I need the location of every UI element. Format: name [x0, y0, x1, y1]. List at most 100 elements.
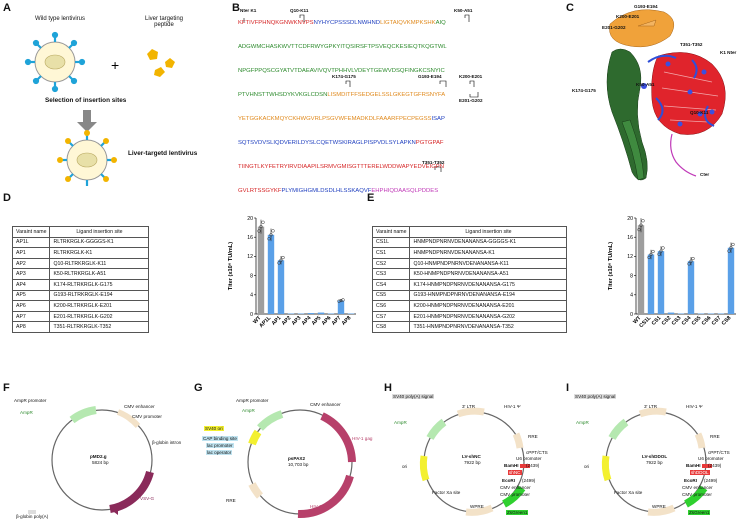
header-cell: Varaint name: [11, 226, 51, 238]
panel-letter-b: B: [232, 2, 240, 14]
panel-letter-i: I: [566, 382, 570, 394]
data-point: [337, 299, 341, 303]
feature-label: AmpR: [242, 408, 255, 413]
label-k50-a51: K50-A51: [636, 82, 655, 87]
cell: CS8: [371, 321, 411, 333]
plasmid-map-lv-shddol: SV40 poly(A) signal AmpR ori 3' LTR HIV-…: [574, 392, 746, 522]
cell: CS6: [371, 300, 411, 312]
cell: E201-HNMPNDPNRNVDENANANSA-G202: [409, 310, 568, 323]
data-point: [271, 229, 275, 233]
data-point: [341, 298, 345, 302]
panel-a: + Wild type lentivirus Liver ta: [15, 12, 215, 187]
feature-label: shNC: [508, 470, 522, 476]
bar-cs1l: [647, 254, 655, 314]
feature-label: ZsGreen1: [688, 510, 711, 516]
data-point: [339, 298, 343, 303]
x-tick-label: CS4: [681, 315, 693, 327]
plasmid-ring: [419, 407, 530, 516]
label-q10-k11: Q10-K11: [690, 110, 709, 115]
feature-label: SV40 poly(A) signal: [574, 394, 617, 400]
protein-structure: [606, 9, 726, 181]
bar-ap5: [317, 312, 325, 314]
seq-seg: ADGWMCHASKWVTTCDFRWYGPKYITQSIRSFTPSVEQCK…: [238, 44, 447, 50]
bar-ap1: [277, 260, 285, 314]
cell: AP3: [11, 268, 51, 280]
label-t351-t352: T351-T352: [680, 42, 703, 47]
seq-seg: YETGGKACKMQYCKHWGVRLPSGVWFEMADKDLFAAARFP…: [238, 116, 432, 122]
sequence-block: KFTIVFPHNQKGNWKNVPSNYHYCPSSSDLNWHNDLIGTA…: [238, 20, 447, 212]
seq-seg: PTVHNSTTWHSDYKVKGLCDSN: [238, 92, 328, 98]
y-tick-label: 4: [250, 293, 253, 299]
cell: RLTRKRGLK-GGGGS-K1: [49, 236, 150, 249]
site-number: (2499): [522, 478, 536, 483]
feature-label: SV40 ori: [204, 426, 224, 432]
panel-letter-c: C: [566, 2, 574, 14]
cell: CS4: [371, 278, 411, 291]
selection-label: Selection of insertion sites: [45, 97, 127, 104]
sequence-line: PTVHNSTTWHSDYKVKGLCDSNLISMDITFFSEDGELSSL…: [238, 92, 447, 116]
bar-cs2: [667, 312, 675, 314]
data-point: [687, 262, 691, 266]
data-point: [269, 233, 273, 237]
feature-label: ori: [402, 464, 408, 469]
cell: AP6: [11, 300, 51, 312]
feature-label: lac promoter: [206, 443, 234, 449]
cell: K174-HNMPNDPNRNVDENANANSA-G175: [409, 278, 568, 291]
y-axis-label: Titer (x10⁶ TU/mL): [228, 242, 234, 290]
feature-label: BamHI: [686, 463, 701, 468]
cell: G193-RLTRKRGLK-E194: [49, 289, 150, 302]
feature-label: HIV-1 gag: [352, 436, 373, 441]
seq-seg: AIQ: [435, 20, 446, 26]
plasmid-map-pspax2: AmpR promoter AmpR CMV enhancer SV40 ori…: [202, 392, 382, 522]
x-tick-label: WT: [252, 315, 263, 326]
data-point: [651, 249, 655, 254]
seq-seg: LIGTAIQVKMPKSHK: [380, 20, 436, 26]
feature-label: β-globin intron: [152, 440, 182, 445]
green-domain: [606, 48, 648, 181]
label-k174-g175: K174-G175: [572, 88, 596, 93]
cell: G193-HNMPNDPNRNVDENANANSA-E194: [409, 289, 568, 302]
feature-label: HIV-1 Ψ: [504, 404, 521, 409]
data-point: [281, 255, 285, 260]
cell: Q10-RLTRKRGLK-K11: [49, 257, 150, 270]
feature-label: 3' LTR: [644, 404, 658, 409]
sequence-line: GVLRTSSGYKFPLYMIGHGMLDSDLHLSSKAQVFEHPHIQ…: [238, 188, 447, 212]
cell: CS3: [371, 268, 411, 280]
feature-label: AmpR: [576, 420, 589, 425]
cell: CS1L: [371, 236, 411, 249]
bar-cs5: [697, 313, 705, 315]
liver-targeting-peptide-icon: [147, 49, 175, 77]
panel-b: Nter K1 Q10-K11 K50-A51 K174-G175 G193-E…: [238, 4, 558, 194]
x-tick-label: AP2: [281, 315, 293, 327]
y-tick-label: 20: [627, 216, 633, 222]
zsgreen-feature: [683, 485, 708, 508]
cell: T351-RLTRKRGLK-T352: [49, 321, 150, 333]
x-tick-label: AP7: [331, 315, 343, 327]
cell: CS1: [371, 247, 411, 259]
y-tick-label: 8: [250, 273, 253, 279]
seq-seg: NPGFPPQSCGYATVTDAEAVIVQVTPHHVLVDEYTGEWVD…: [238, 68, 445, 74]
cell: AP1L: [11, 236, 51, 249]
peptide-label: Liver targeting peptide: [144, 16, 184, 28]
site-label-k50-a51: K50-A51: [454, 8, 473, 13]
sequence-line: KFTIVFPHNQKGNWKNVPSNYHYCPSSSDLNWHNDLIGTA…: [238, 20, 447, 44]
feature-label: VSV-G: [140, 496, 155, 501]
plasmid-name: pMD2.g: [90, 454, 107, 459]
label-k200-e201: K200-E201: [616, 14, 640, 19]
site-label-k174-g175: K174-G175: [332, 74, 356, 79]
zsgreen-feature: [501, 485, 526, 508]
plasmid-size: 5824 bp: [92, 460, 109, 465]
y-tick-label: 4: [630, 293, 633, 299]
bar-cs7: [717, 313, 725, 315]
label-e201-g202: E201-G202: [602, 25, 626, 30]
label-cter: Cter: [700, 172, 710, 177]
panel-a-schematic: +: [24, 31, 175, 186]
seq-seg: NYHYCPSSSDLNWHND: [313, 20, 381, 26]
